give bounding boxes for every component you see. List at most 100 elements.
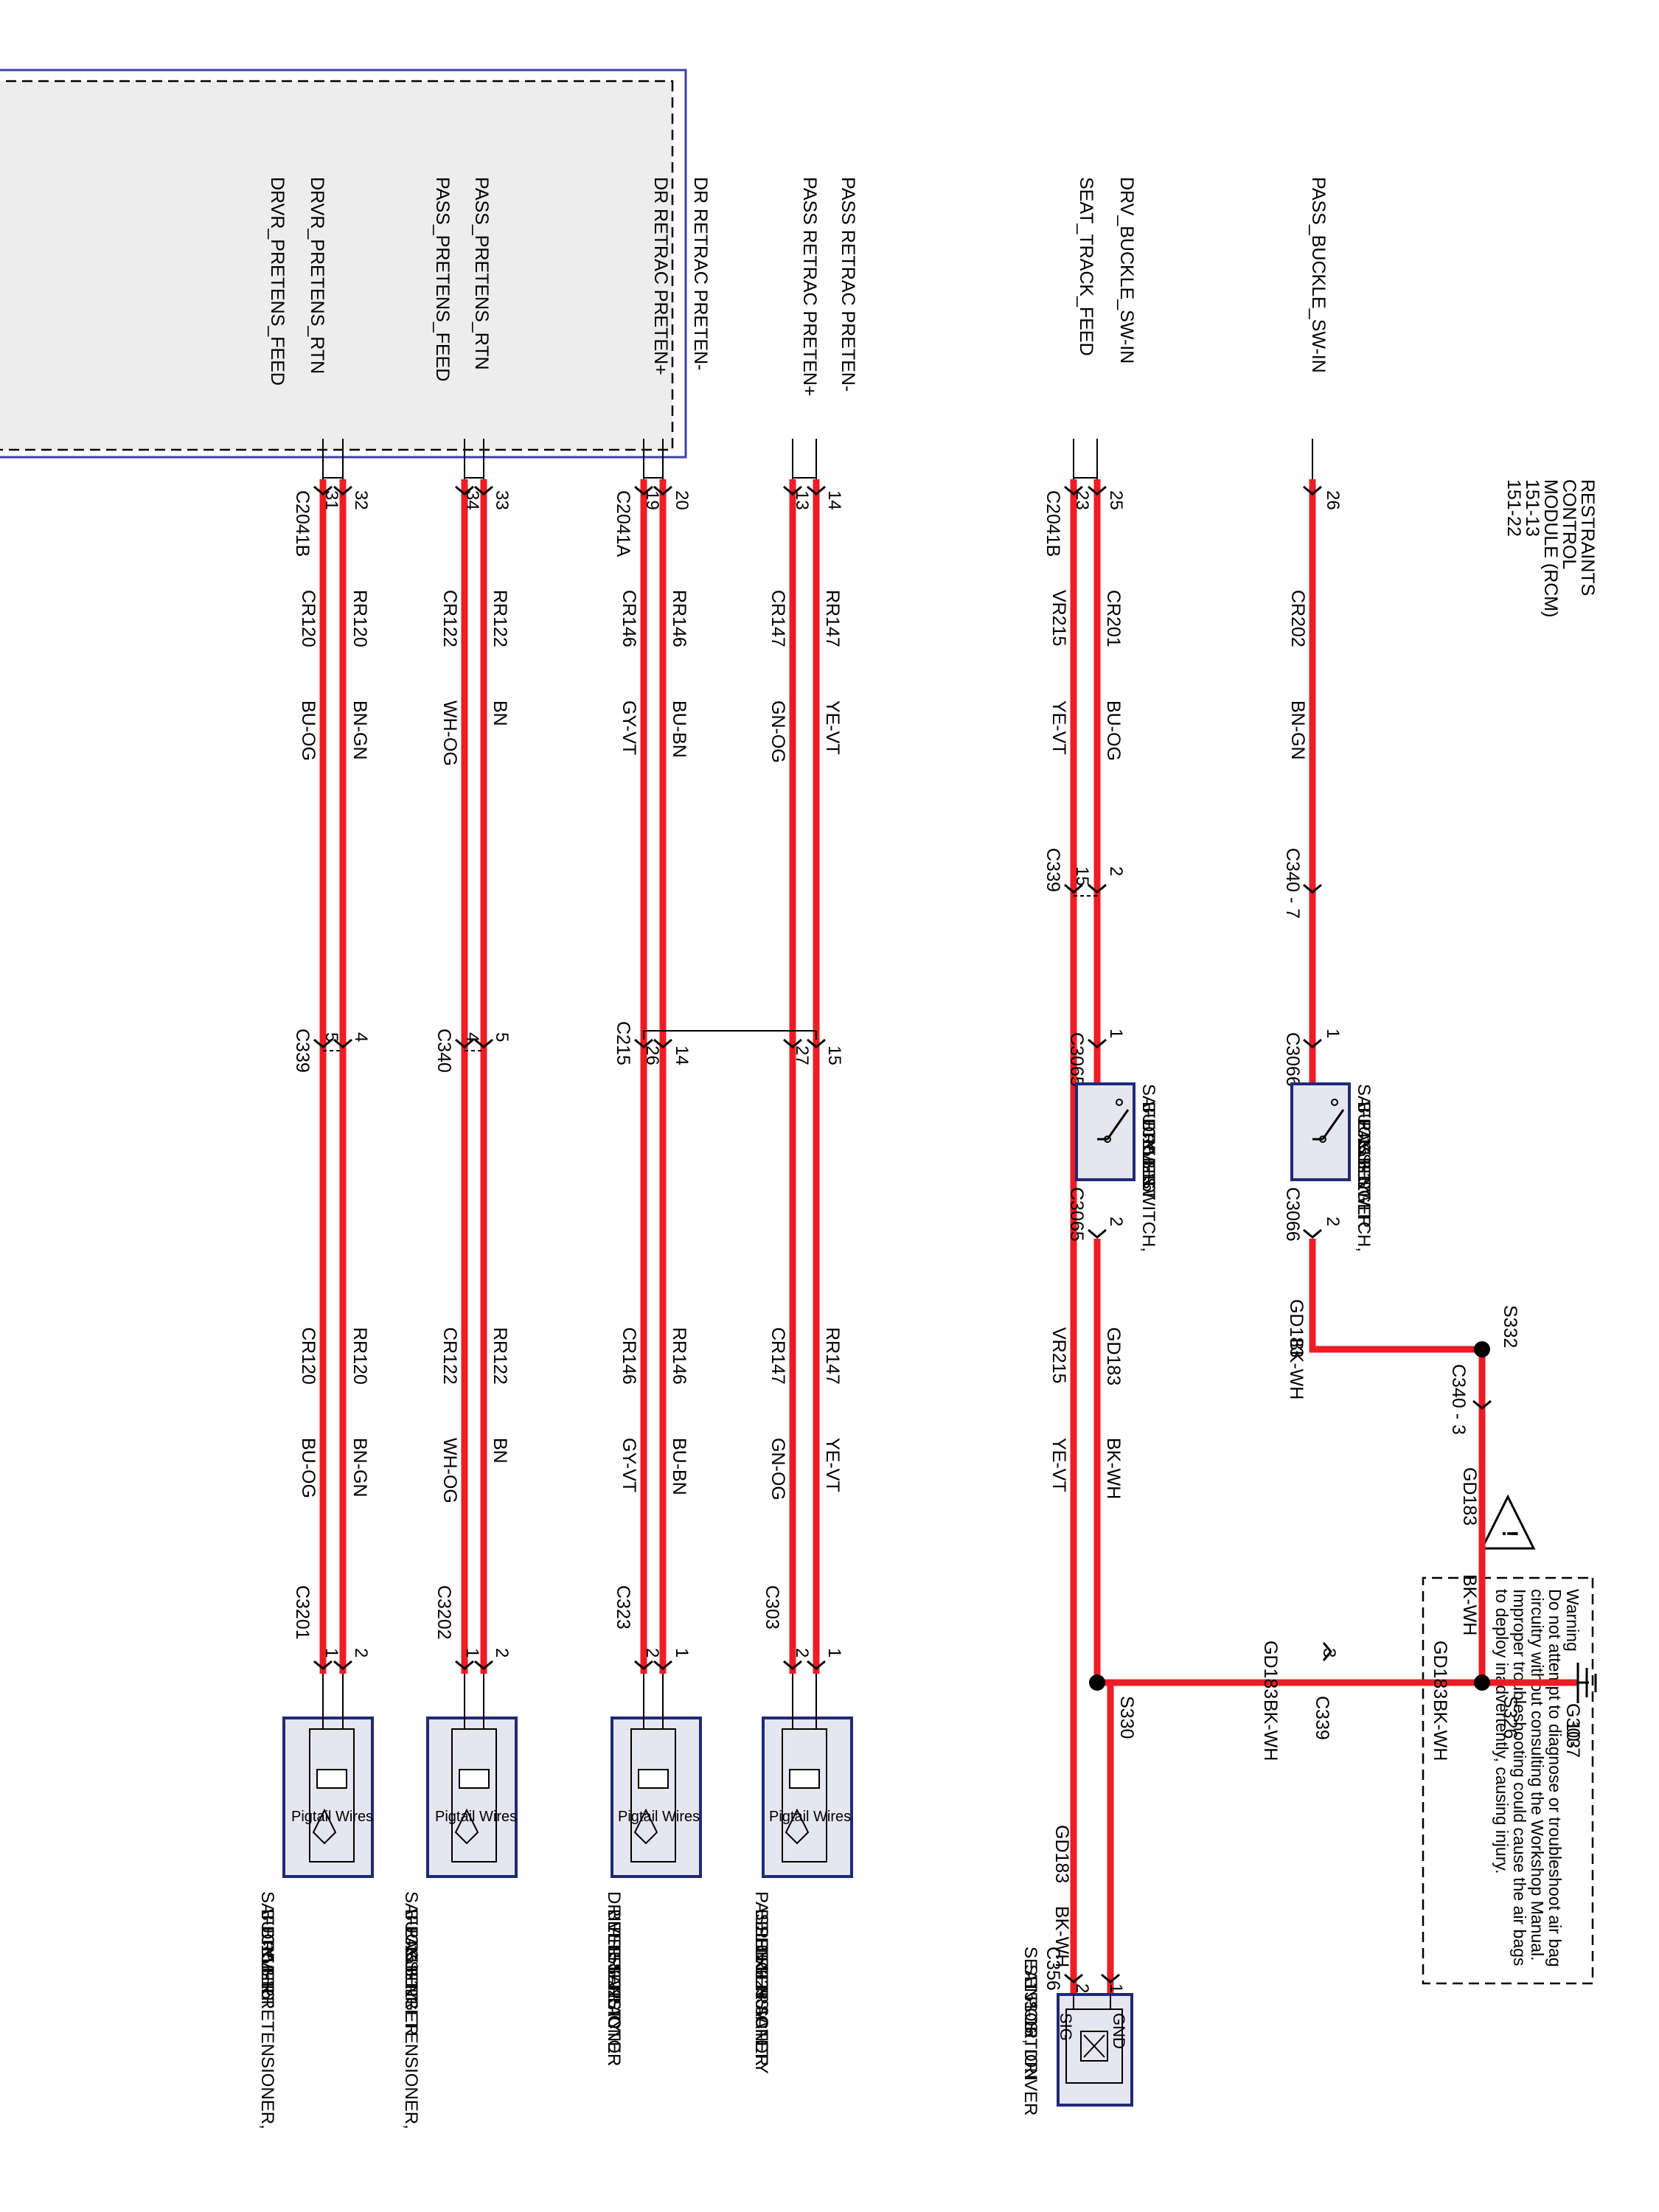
pin-number: 33: [492, 490, 512, 510]
pigtail-label: Pigtail Wires: [618, 1809, 700, 1825]
pin-number: 4: [462, 1032, 482, 1042]
component-label: BUCKLE SWITCH,: [1138, 1102, 1158, 1252]
warning-line: to deploy inadvertently, causing injury.: [1492, 1589, 1512, 1874]
connector-label: C340: [434, 1029, 454, 1073]
splice-s326: [1474, 1674, 1490, 1691]
component-label: SEAT POSITION: [1020, 1947, 1040, 2081]
module-terminals: [322, 439, 1313, 479]
wire-color: YE-VT: [822, 1438, 843, 1492]
connector-label: C3201: [292, 1585, 313, 1640]
wire-circuit: RR147: [822, 1327, 843, 1385]
component-label: 151-22: [604, 1944, 624, 2000]
pin-number: 2: [351, 1648, 371, 1658]
wire-circuit: RR146: [669, 1327, 689, 1385]
warning-line: Warning: [1563, 1589, 1582, 1652]
wire-circuit: CR201: [1103, 590, 1124, 647]
component-label: 151-16: [257, 1944, 277, 2000]
wire-color: BU-OG: [298, 700, 319, 761]
pin-number: 2: [1106, 1217, 1126, 1226]
wire-labels: CR120 BU-OG RR120 BN-GN CR122 WH-OG RR12…: [298, 590, 1480, 1967]
splice-label: S326: [1500, 1696, 1520, 1739]
warning-line: Do not attempt to diagnose or troublesho…: [1545, 1589, 1565, 1967]
wire-circuit: CR122: [439, 590, 460, 647]
component-label: BUCKLE PRETENSIONER,: [257, 1909, 277, 2129]
switch-contact-icon: [1104, 1135, 1111, 1143]
wire-color: BK-WH: [1430, 1700, 1450, 1761]
component-retractor-passenger: Pigtail Wires PASSENGER SAFETY BELT RETR…: [751, 1674, 853, 2074]
pin-number: 14: [672, 1046, 692, 1065]
module-name: RESTRAINTS CONTROL MODULE (RCM) 151-13 1…: [1503, 479, 1598, 618]
buckle-switch-passenger: SAFETY BELT BUCKLE SWITCH, PASSENGER 151…: [1290, 1082, 1374, 1252]
ground-g303: G303 10-7: [1562, 1663, 1597, 1758]
splice-label: S332: [1500, 1305, 1520, 1348]
component-label: BELT RETRACTOR: [751, 1909, 771, 2066]
pin-number: 26: [1323, 490, 1343, 510]
pin-number: 13: [792, 490, 812, 510]
pin-number: 14: [824, 490, 844, 510]
wire-circuit: VR215: [1048, 1327, 1069, 1383]
wire-circuit: CR147: [768, 1327, 788, 1385]
component-label: SAFETY BELT: [1354, 1084, 1374, 1200]
wire-color: BN: [490, 700, 510, 726]
component-label: PASSENGER: [1354, 1119, 1374, 1228]
wire-color: BK-WH: [1103, 1438, 1124, 1499]
wire-gd183-passenger: [1309, 1239, 1482, 1353]
wire-circuit: CR146: [619, 590, 639, 647]
pigtail-label: Pigtail Wires: [769, 1809, 851, 1825]
wire-circuit: CR147: [768, 590, 788, 647]
component-label: BUCKLE PRETENSIONER,: [401, 1909, 421, 2129]
module-name-line: CONTROL: [1559, 479, 1579, 569]
component-label: PASSENGER SAFETY: [751, 1891, 771, 2074]
wire-circuit: CR202: [1287, 590, 1308, 647]
seat-position-sensor: SIG GND SEAT POSITION SENSOR, DRIVER 151…: [1020, 1947, 1133, 2115]
wire-circuit: CR120: [298, 590, 319, 647]
pin-number: 2: [492, 1648, 512, 1658]
component-label: SAFETY BELT: [1138, 1084, 1158, 1200]
component-label: DRIVER SAFETY: [604, 1891, 624, 2032]
pin-number: 2: [1323, 1217, 1343, 1226]
component-label: SAFETY BELT: [257, 1891, 277, 2008]
component-pretensioner-passenger: Pigtail Wires SAFETY BELT BUCKLE PRETENS…: [401, 1674, 518, 2129]
wire-circuit: GD183: [1286, 1299, 1307, 1357]
module-name-line: RESTRAINTS: [1577, 479, 1598, 596]
wire-color: BN-GN: [1287, 700, 1308, 760]
module-name-line: 151-22: [1503, 479, 1524, 537]
connector-label: C2041B: [292, 490, 313, 557]
pin-number: 1: [321, 1648, 341, 1658]
wire-color: BU-BN: [669, 700, 689, 758]
pin-number: 4: [351, 1032, 371, 1042]
module-outline: [0, 69, 687, 459]
component-retractor-driver: Pigtail Wires DRIVER SAFETY BELT RETRACT…: [604, 1674, 702, 2066]
pin-label: DRV_BUCKLE_SW-IN: [1116, 177, 1137, 364]
connector-label: C323: [613, 1585, 633, 1630]
warning-triangle-icon: [1480, 1494, 1536, 1550]
connector-label: C3065: [1066, 1187, 1087, 1242]
ground-label: G303: [1562, 1703, 1583, 1748]
wire-circuit: GD183: [1260, 1641, 1281, 1699]
pin-label: PASS RETRAC PRETEN-: [838, 177, 858, 392]
connector-labels: C2041B C2041A C2041B C339 C340 C215 C339…: [292, 490, 1469, 1991]
pin-number: 2: [1106, 866, 1126, 876]
wire-color: BU-OG: [1103, 700, 1124, 761]
wire-color: BN-GN: [349, 1438, 370, 1498]
switch-contact-icon: [1319, 1135, 1326, 1143]
connector-links: [323, 895, 1097, 1051]
buckle-switch-driver: SAFETY BELT BUCKLE SWITCH, DRIVER 151-16: [1075, 1082, 1158, 1252]
connector-label: C3066: [1282, 1187, 1303, 1242]
pin-label: PASS_BUCKLE_SW-IN: [1308, 177, 1329, 373]
component-label: 151-16: [1138, 1137, 1158, 1192]
pin-label: DRVR_PRETENS_RTN: [307, 177, 327, 374]
splice-s330: [1089, 1674, 1105, 1691]
wire-color: YE-VT: [822, 700, 843, 755]
component-label: PASSENGER: [401, 1927, 421, 2036]
wire-circuit: GD183: [1430, 1641, 1450, 1699]
wire-circuit: RR122: [490, 590, 510, 647]
sig-label: SIG: [1057, 2013, 1075, 2041]
pin-number: 20: [672, 490, 692, 510]
wire-circuit: RR146: [669, 590, 689, 647]
wire-color: BN-GN: [349, 700, 370, 760]
component-pretensioner-driver: Pigtail Wires SAFETY BELT BUCKLE PRETENS…: [257, 1674, 374, 2129]
component-label: BUCKLE SWITCH,: [1354, 1102, 1374, 1252]
